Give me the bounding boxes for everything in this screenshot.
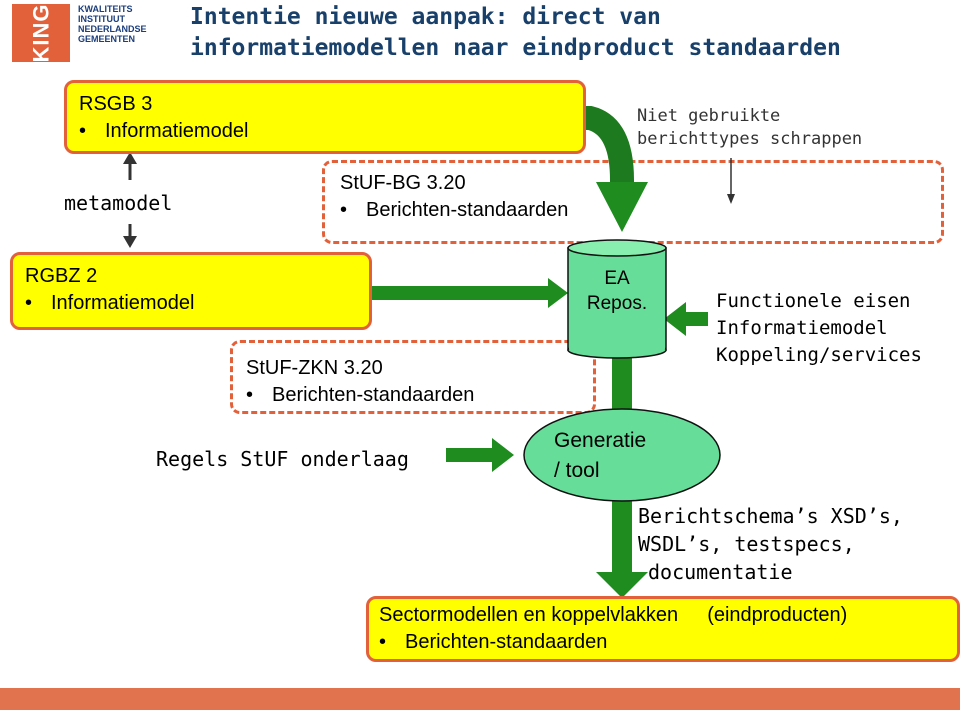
rsgb-to-repository-arrow: [584, 106, 648, 232]
metamodel-up-arrow: [123, 152, 137, 180]
drop-unused-note: Niet gebruikte berichttypes schrappen: [637, 105, 862, 151]
repository-cylinder: [567, 239, 667, 359]
logo-line: NEDERLANDSE: [78, 24, 147, 34]
rgbz-to-repository-arrow: [372, 278, 568, 308]
stuf-zkn-bullet: Berichten-standaarden: [246, 382, 474, 409]
repository-to-generator-connector: [612, 356, 632, 412]
repository-line-2: Repos.: [586, 293, 648, 314]
note-line-2: berichttypes schrappen: [637, 129, 863, 149]
stuf-zkn-text: StUF-ZKN 3.20 Berichten-standaarden: [246, 355, 474, 409]
logo-line: GEMEENTEN: [78, 34, 136, 44]
outputs-line-3: documentatie: [648, 560, 793, 584]
generated-outputs: Berichtschema’s XSD’s, WSDL’s, testspecs…: [638, 502, 903, 586]
generator-line-1: Generatie: [554, 429, 647, 452]
generator-to-sector-arrow: [596, 498, 648, 598]
outputs-line-1: Berichtschema’s XSD’s,: [638, 504, 903, 528]
stuf-zkn-heading: StUF-ZKN 3.20: [246, 357, 383, 379]
metamodel-label: metamodel: [64, 191, 173, 215]
stuf-bg-heading: StUF-BG 3.20: [340, 172, 466, 194]
rgbz-bullet: Informatiemodel: [25, 290, 357, 317]
requirements-to-repository-arrow: [664, 302, 708, 336]
sector-suffix: (eindproducten): [707, 604, 848, 626]
note-pointer-arrow: [727, 158, 735, 204]
requirements-line-3: Koppeling/services: [716, 344, 922, 366]
rgbz-heading: RGBZ 2: [25, 265, 98, 287]
rules-to-generator-arrow: [446, 438, 514, 472]
stuf-bg-bullet: Berichten-standaarden: [340, 197, 568, 224]
rsgb-bullet: Informatiemodel: [79, 118, 571, 145]
footer-bar: [0, 688, 960, 710]
stuf-rules-label: Regels StUF onderlaag: [156, 447, 409, 471]
stuf-bg-text: StUF-BG 3.20 Berichten-standaarden: [340, 170, 568, 224]
metamodel-down-arrow: [123, 224, 137, 248]
logo-line: INSTITUUT: [78, 14, 125, 24]
generator-label: Generatie / tool: [554, 426, 646, 486]
rgbz-box: RGBZ 2 Informatiemodel: [10, 252, 372, 330]
title-line-2: informatiemodellen naar eindproduct stan…: [190, 35, 841, 61]
sector-bullet: Berichten-standaarden: [379, 629, 947, 656]
requirements-list: Functionele eisen Informatiemodel Koppel…: [716, 288, 922, 369]
requirements-line-1: Functionele eisen: [716, 290, 911, 312]
generator-line-2: / tool: [554, 459, 600, 482]
king-logo: KING: [12, 4, 70, 63]
sector-heading: Sectormodellen en koppelvlakken: [379, 604, 679, 626]
repository-line-1: EA: [604, 268, 630, 289]
rsgb-heading: RSGB 3: [79, 93, 153, 115]
note-line-1: Niet gebruikte: [637, 106, 781, 126]
stuf-zkn-dashed-box: [230, 340, 596, 414]
repository-label: EA Repos.: [568, 266, 666, 316]
logo-text: KWALITEITS INSTITUUT NEDERLANDSE GEMEENT…: [78, 4, 147, 44]
generator-ellipse: [523, 408, 721, 502]
outputs-line-2: WSDL’s, testspecs,: [638, 532, 855, 556]
page-title: Intentie nieuwe aanpak: direct van infor…: [190, 2, 950, 64]
logo-line: KWALITEITS: [78, 4, 133, 14]
title-line-1: Intentie nieuwe aanpak: direct van: [190, 4, 661, 30]
requirements-line-2: Informatiemodel: [716, 317, 888, 339]
sector-models-box: Sectormodellen en koppelvlakken (eindpro…: [366, 596, 960, 662]
rsgb-box: RSGB 3 Informatiemodel: [64, 80, 586, 154]
